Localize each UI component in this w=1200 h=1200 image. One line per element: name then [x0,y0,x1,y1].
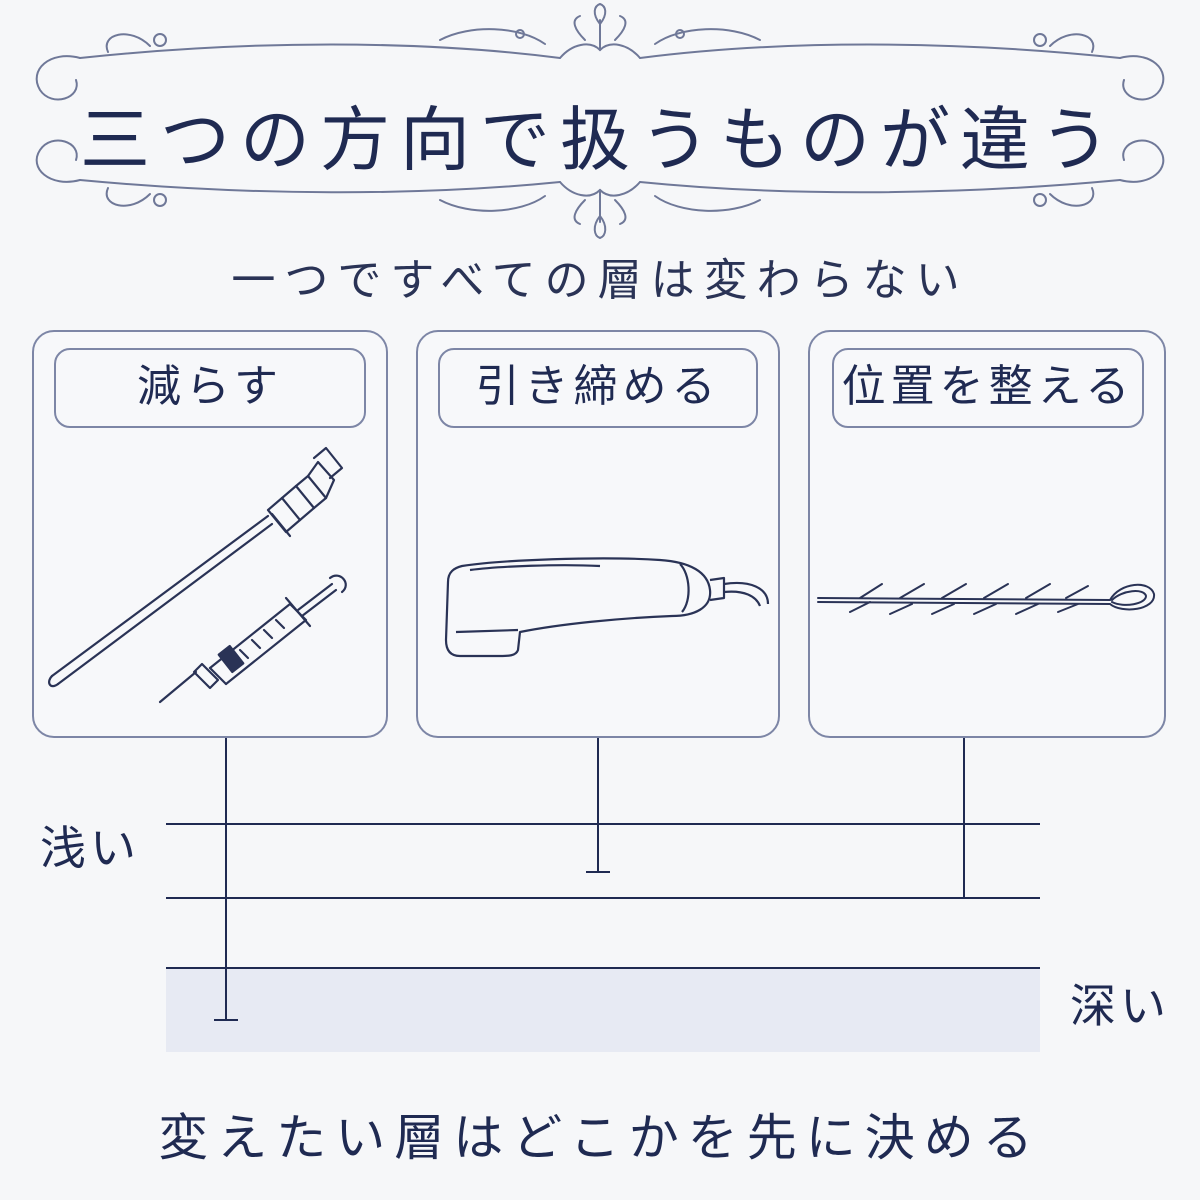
panel-label-reposition: 位置を整える [832,348,1144,428]
depth-marker-reduce [214,738,238,1021]
barbed-thread-icon [817,583,1155,615]
deep-label: 深い [1070,979,1170,1033]
panel-label-tighten: 引き締める [438,348,758,428]
top-flourish-icon [35,2,1165,101]
syringe-icon [158,574,347,704]
cannula-icon [48,446,344,688]
bottom-flourish-icon [35,139,1165,240]
ultrasound-handpiece-icon [444,557,770,658]
conclusion-text: 変えたい層はどこかを先に決める [158,1109,1042,1167]
page-title: 三つの方向で扱うものが違う [80,99,1120,181]
shallow-label: 浅い [40,821,140,875]
deep-layer-band [166,968,1040,1052]
needle-and-syringe-icon [48,446,347,704]
depth-marker-tighten [586,738,610,873]
subtitle: 一つですべての層は変わらない [231,255,969,306]
panel-label-reduce: 減らす [54,348,366,428]
